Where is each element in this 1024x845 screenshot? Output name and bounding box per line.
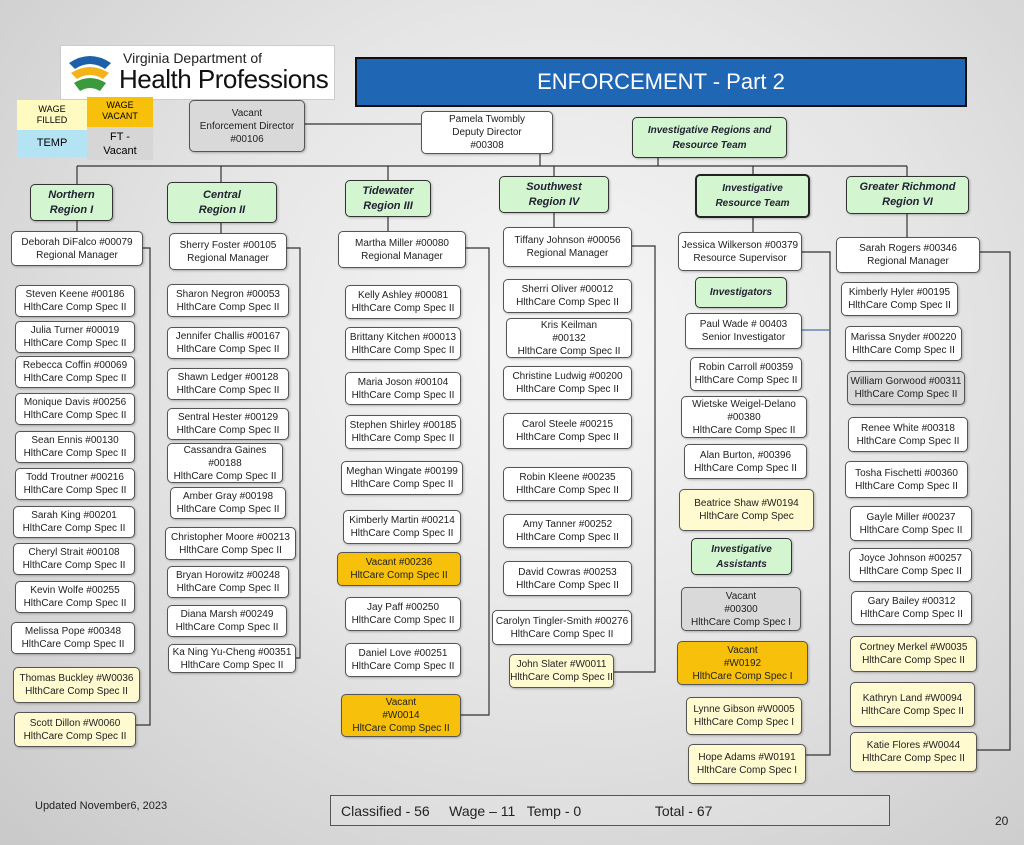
logo-top-text: Virginia Department of	[123, 50, 263, 66]
legend-ft-vacant: FT -Vacant	[87, 127, 153, 160]
page-title-text: ENFORCEMENT - Part 2	[537, 69, 785, 94]
headcount-summary: Classified - 56 Wage – 11 Temp - 0 Total…	[330, 795, 890, 826]
investigators-label: Investigators	[695, 277, 787, 308]
legend-temp: TEMP	[17, 130, 87, 157]
updated-date: Updated November6, 2023	[35, 800, 168, 812]
page-title: ENFORCEMENT - Part 2	[355, 57, 967, 107]
logo-main-text: Health Professions	[119, 64, 329, 94]
logo-emblem-icon	[69, 56, 111, 91]
agency-logo: Virginia Department of Health Profession…	[60, 45, 335, 100]
page-number: 20	[995, 814, 1009, 828]
headcount-summary-text: Classified - 56 Wage – 11 Temp - 0 Total…	[341, 802, 713, 819]
